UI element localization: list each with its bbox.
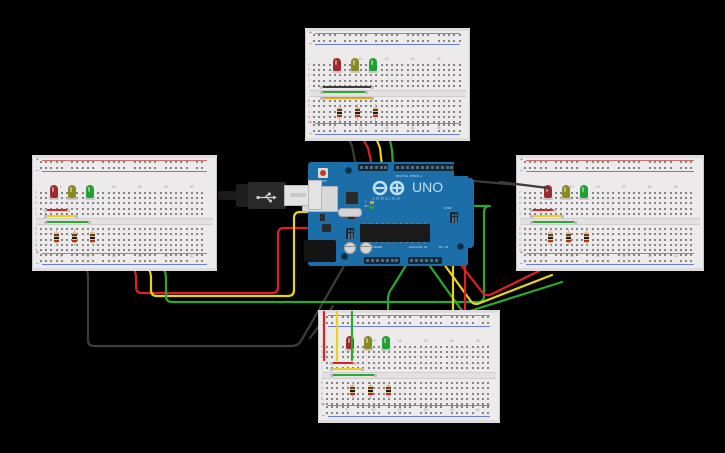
resistor-2[interactable] bbox=[72, 229, 77, 246]
jumper-green[interactable] bbox=[44, 220, 91, 224]
analog-header[interactable] bbox=[408, 257, 442, 264]
led-l-indicator bbox=[370, 201, 374, 204]
usb-strain-relief bbox=[236, 184, 250, 207]
resistor-1[interactable] bbox=[350, 382, 355, 399]
breadboard-left[interactable]: + – + – JIHGFEDCBA5510101515202025253030 bbox=[32, 155, 217, 271]
usb-trident-icon bbox=[256, 190, 278, 208]
jumper-red[interactable] bbox=[44, 208, 70, 212]
led-green[interactable] bbox=[382, 336, 390, 349]
pcb-tab bbox=[458, 178, 474, 248]
hole-grid: JIHGFEDCBA5510101515202025253030 bbox=[32, 155, 217, 271]
power-rail-bottom: + – bbox=[36, 251, 213, 267]
digital-header-right[interactable] bbox=[394, 164, 454, 171]
power-rail-bottom: + – bbox=[309, 121, 466, 137]
mounting-hole bbox=[346, 168, 351, 173]
silk-power-label: POWER bbox=[370, 245, 383, 249]
digital-header-left[interactable] bbox=[358, 164, 388, 171]
resistor-3[interactable] bbox=[373, 104, 378, 121]
mounting-hole bbox=[342, 254, 347, 259]
jumper-green[interactable] bbox=[530, 220, 577, 224]
reset-button[interactable] bbox=[318, 168, 328, 178]
led-red[interactable] bbox=[333, 58, 341, 71]
dc-power-jack[interactable] bbox=[304, 240, 336, 262]
jumper-red[interactable] bbox=[330, 361, 356, 365]
arduino-uno-wordmark: UNO bbox=[412, 179, 444, 195]
atmega328p-chip bbox=[360, 222, 430, 244]
icsp2-header[interactable] bbox=[450, 212, 458, 223]
power-rail-bottom: + – bbox=[322, 403, 496, 419]
resistor-3[interactable] bbox=[584, 229, 589, 246]
capacitor bbox=[360, 242, 372, 254]
pcb-notch bbox=[454, 162, 468, 176]
led-green[interactable] bbox=[86, 185, 94, 198]
arduino-infinity-logo bbox=[370, 180, 410, 201]
jumper-yellow[interactable] bbox=[330, 367, 364, 371]
hole-grid: JIHGFEDCBA5510101515202025253030 bbox=[318, 310, 500, 423]
jumper-yellow[interactable] bbox=[44, 214, 78, 218]
usb-plug-tip bbox=[290, 193, 306, 197]
usb-serial-chip bbox=[346, 192, 358, 204]
center-channel bbox=[520, 218, 700, 225]
silk-on-label: ON bbox=[364, 204, 369, 208]
breadboard-top[interactable]: + – + – JIHGFEDCBA551010151520202525 bbox=[305, 28, 470, 141]
power-rail-bottom: + – bbox=[520, 251, 700, 267]
resistor-1[interactable] bbox=[54, 229, 59, 246]
breadboard-right[interactable]: + – + – JIHGFEDCBA5510101515202025253030 bbox=[516, 155, 704, 271]
led-yellow[interactable] bbox=[562, 185, 570, 198]
usb-plug-face bbox=[308, 180, 322, 210]
power-rail-top: + – bbox=[36, 158, 213, 174]
led-yellow[interactable] bbox=[364, 336, 372, 349]
silk-analog-label: ANALOG IN bbox=[409, 245, 428, 249]
usb-cord bbox=[218, 191, 242, 200]
hole-grid: JIHGFEDCBA5510101515202025253030 bbox=[516, 155, 704, 271]
led-red[interactable] bbox=[50, 185, 58, 198]
resistor-3[interactable] bbox=[386, 382, 391, 399]
resistor-1[interactable] bbox=[548, 229, 553, 246]
power-rail-top: + – bbox=[309, 31, 466, 47]
jumper-yellow[interactable] bbox=[530, 214, 564, 218]
led-red[interactable] bbox=[544, 185, 552, 198]
led-green[interactable] bbox=[369, 58, 377, 71]
regulator bbox=[322, 224, 331, 232]
arduino-uno-board[interactable]: DIGITAL (PWM~) POWER ANALOG IN DC IN ON … bbox=[302, 158, 486, 270]
silk-digital-label: DIGITAL (PWM~) bbox=[396, 174, 423, 178]
mounting-hole bbox=[458, 244, 463, 249]
power-header[interactable] bbox=[364, 257, 400, 264]
led-green[interactable] bbox=[580, 185, 588, 198]
led-yellow[interactable] bbox=[351, 58, 359, 71]
led-red[interactable] bbox=[346, 336, 354, 349]
resistor-2[interactable] bbox=[566, 229, 571, 246]
jumper-green[interactable] bbox=[320, 90, 368, 94]
jumper-green[interactable] bbox=[330, 373, 377, 377]
resistor-2[interactable] bbox=[368, 382, 373, 399]
led-on-indicator bbox=[370, 206, 374, 209]
silk-icsp-label: ICSP bbox=[444, 206, 452, 210]
smd-chip-left bbox=[320, 214, 325, 221]
jumper-orange[interactable] bbox=[320, 96, 374, 100]
capacitor bbox=[344, 242, 356, 254]
power-rail-top: + – bbox=[520, 158, 700, 174]
jumper-red[interactable] bbox=[530, 208, 556, 212]
resistor-3[interactable] bbox=[90, 229, 95, 246]
crystal-oscillator bbox=[338, 208, 362, 217]
center-channel bbox=[322, 372, 496, 379]
resistor-2[interactable] bbox=[355, 104, 360, 121]
icsp-header[interactable] bbox=[346, 228, 354, 239]
center-channel bbox=[309, 90, 466, 97]
silk-dcin-label: DC IN bbox=[439, 245, 449, 249]
arduino-brand-text: ARDUINO bbox=[372, 196, 402, 201]
silk-l-label: L bbox=[365, 199, 367, 203]
breadboard-bottom[interactable]: + – + – JIHGFEDCBA5510101515202025253030 bbox=[318, 310, 500, 423]
resistor-1[interactable] bbox=[337, 104, 342, 121]
led-yellow[interactable] bbox=[68, 185, 76, 198]
jumper-black[interactable] bbox=[320, 85, 374, 89]
hole-grid: JIHGFEDCBA551010151520202525 bbox=[305, 28, 470, 141]
center-channel bbox=[36, 218, 213, 225]
